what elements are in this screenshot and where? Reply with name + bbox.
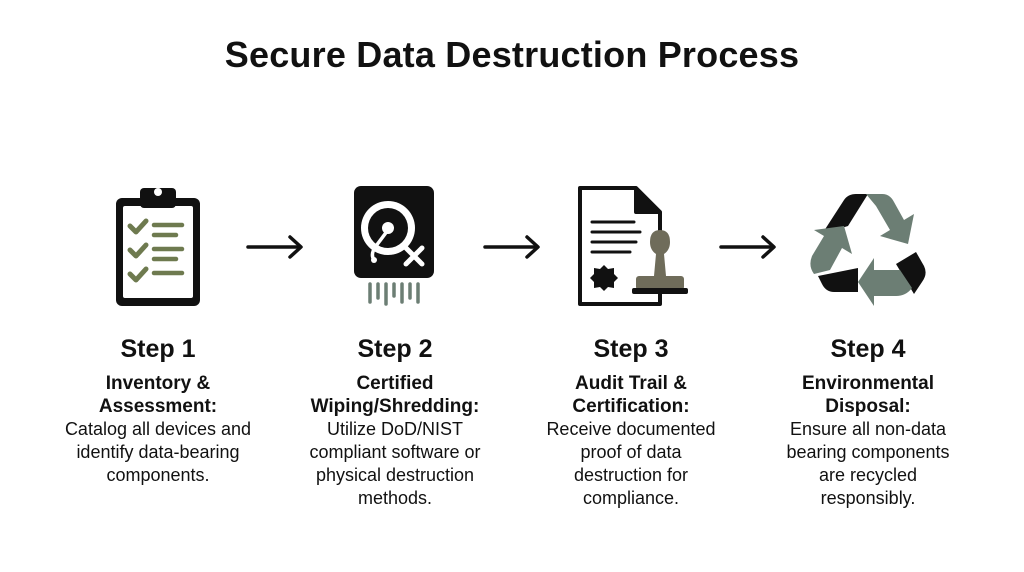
step-description-line: Catalog all devices and <box>64 419 252 439</box>
step-heading-line: Certification: <box>572 396 690 417</box>
step-description-line: Ensure all non-data <box>789 419 947 439</box>
arrow-right-icon <box>483 232 543 262</box>
step-description-line: responsibly. <box>820 488 916 508</box>
certificate-stamp-icon <box>574 180 688 310</box>
step-number: Step 1 <box>120 335 196 363</box>
step-description-line: compliant software or <box>309 442 481 462</box>
step-description-line: components. <box>106 465 210 485</box>
step-description-line: destruction for <box>573 465 689 485</box>
step-2: Step 2 Certified Wiping/Shredding: Utili… <box>280 334 510 510</box>
step-heading-line: Audit Trail & <box>575 373 687 394</box>
step-heading-line: Assessment: <box>98 396 218 417</box>
step-4: Step 4 Environmental Disposal: Ensure al… <box>753 334 983 510</box>
step-description-line: Receive documented <box>546 419 716 439</box>
step-description-line: proof of data <box>580 442 682 462</box>
step-heading-line: Disposal: <box>825 396 911 417</box>
step-description-line: compliance. <box>582 488 680 508</box>
step-heading-line: Environmental <box>802 373 934 394</box>
step-description-line: identify data-bearing <box>76 442 240 462</box>
step-description-line: bearing components <box>786 442 950 462</box>
arrow-right-icon <box>246 232 306 262</box>
step-description-line: are recycled <box>818 465 918 485</box>
step-number: Step 4 <box>830 335 906 363</box>
step-description-line: physical destruction <box>315 465 475 485</box>
step-1: Step 1 Inventory & Assessment: Catalog a… <box>43 334 273 487</box>
step-3: Step 3 Audit Trail & Certification: Rece… <box>516 334 746 510</box>
step-heading-line: Certified <box>356 373 434 394</box>
step-heading-line: Wiping/Shredding: <box>310 396 480 417</box>
step-number: Step 3 <box>593 335 669 363</box>
hard-drive-shred-icon <box>352 180 436 310</box>
arrow-right-icon <box>719 232 779 262</box>
step-description-line: methods. <box>357 488 433 508</box>
clipboard-checklist-icon <box>108 180 208 310</box>
step-number: Step 2 <box>357 335 433 363</box>
step-heading-line: Inventory & <box>105 373 211 394</box>
step-description-line: Utilize DoD/NIST <box>326 419 464 439</box>
page-title: Secure Data Destruction Process <box>224 34 800 75</box>
recycle-icon <box>804 180 930 310</box>
